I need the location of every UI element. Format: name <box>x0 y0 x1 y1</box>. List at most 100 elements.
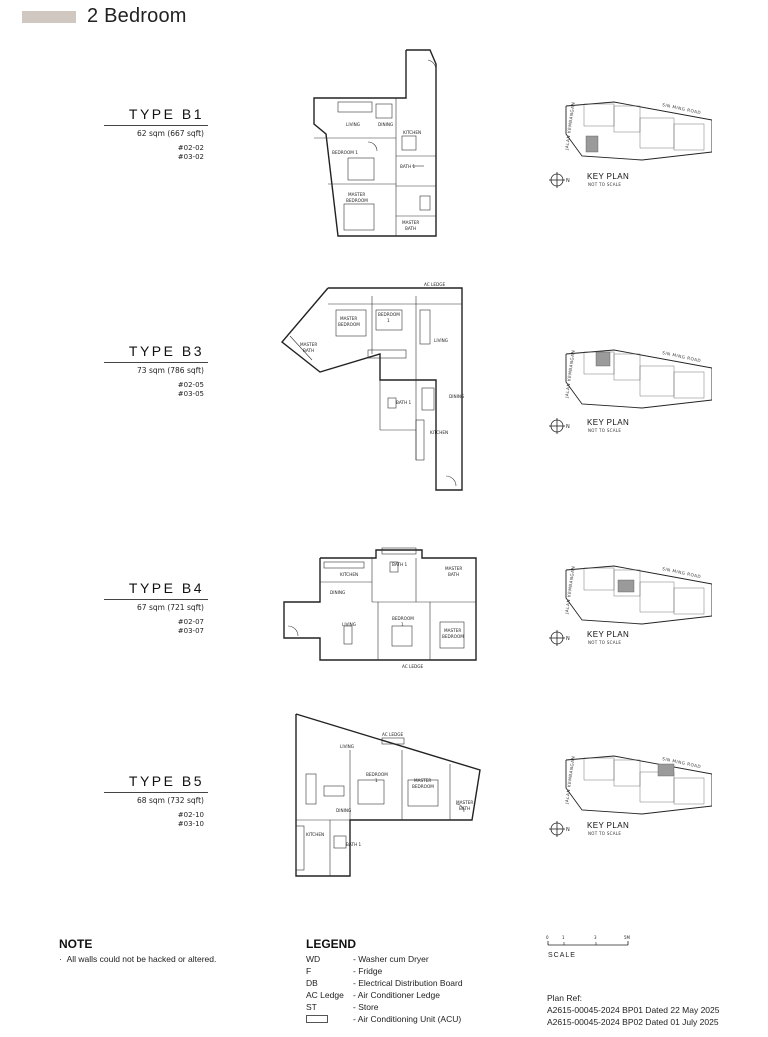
key-plan-title: KEY PLAN <box>587 821 630 830</box>
room-label: MASTER <box>444 628 461 633</box>
key-plan-subtitle: NOT TO SCALE <box>588 640 622 645</box>
room-label: BEDROOM <box>338 322 360 327</box>
key-plan-title: KEY PLAN <box>587 418 630 427</box>
plan-ref-title: Plan Ref: <box>547 993 582 1003</box>
unit-area: 68 sqm (732 sqft) <box>137 796 204 805</box>
unit-number: #03-02 <box>177 153 204 161</box>
unit-number: #02-07 <box>177 618 204 626</box>
unit-numbers: #02-05 #03-05 <box>104 381 208 399</box>
acu-symbol-icon <box>306 1015 328 1023</box>
svg-text:N: N <box>566 178 570 184</box>
note-text: All walls could not be hacked or altered… <box>66 954 217 964</box>
room-label: BEDROOM <box>366 772 388 777</box>
key-plan-b1: SIN MING ROAD JALAN KEMBANGAN <box>562 98 713 169</box>
road-label: JALAN KEMBANGAN <box>564 566 576 616</box>
legend-abbr: F <box>306 966 312 976</box>
room-label: BEDROOM <box>346 198 368 203</box>
header-accent-bar <box>22 11 76 23</box>
room-label: KITCHEN <box>306 832 324 837</box>
room-label: AC LEDGE <box>424 282 445 287</box>
unit-type-b3: TYPE B3 73 sqm (786 sqft) #02-05 #03-05 <box>104 343 208 399</box>
page-title: 2 Bedroom <box>87 5 187 27</box>
scale-tick: 1 <box>562 935 565 940</box>
room-label: BATH 1 <box>392 562 407 567</box>
legend-abbr: ST <box>306 1002 317 1012</box>
scale-bar: 0 1 3 5M <box>546 933 636 956</box>
note-item: · All walls could not be hacked or alter… <box>59 954 217 964</box>
road-label: SIN MING ROAD <box>662 102 702 115</box>
room-label: BEDROOM <box>378 312 400 317</box>
scale-tick: 5M <box>624 935 631 940</box>
room-label: BATH <box>448 572 459 577</box>
floor-plan-b5: LIVING DINING KITCHEN BEDROOM 1 MASTER B… <box>290 710 488 880</box>
room-label: MASTER <box>402 220 419 225</box>
room-label: LIVING <box>434 338 448 343</box>
legend-desc: - Fridge <box>353 966 383 976</box>
svg-text:N: N <box>566 424 570 430</box>
key-plan-b3: SIN MING ROAD JALAN KEMBANGAN <box>562 346 713 417</box>
unit-type-name: TYPE B4 <box>128 580 204 596</box>
room-label: KITCHEN <box>430 430 448 435</box>
road-label: JALAN KEMBANGAN <box>564 102 576 152</box>
road-label: SIN MING ROAD <box>662 350 702 363</box>
room-label: BATH 1 <box>400 164 415 169</box>
room-label: BATH <box>303 348 314 353</box>
unit-type-b5: TYPE B5 68 sqm (732 sqft) #02-10 #03-10 <box>104 773 208 829</box>
floor-plan-b3: AC LEDGE MASTER BEDROOM BEDROOM 1 LIVING… <box>276 280 472 496</box>
unit-number: #03-07 <box>177 627 204 635</box>
note-title: NOTE <box>59 937 93 951</box>
scale-label: SCALE <box>548 952 576 959</box>
unit-area: 67 sqm (721 sqft) <box>137 603 204 612</box>
legend-desc: - Washer cum Dryer <box>353 954 429 964</box>
room-label: DINING <box>378 122 393 127</box>
room-label: MASTER <box>300 342 317 347</box>
unit-area: 62 sqm (667 sqft) <box>137 129 204 138</box>
scale-tick: 0 <box>546 935 549 940</box>
road-label: JALAN KEMBANGAN <box>564 756 576 806</box>
key-plan-subtitle: NOT TO SCALE <box>588 182 622 187</box>
room-label: BEDROOM <box>442 634 464 639</box>
room-label: MASTER <box>456 800 473 805</box>
floor-plan-b4: KITCHEN DINING LIVING BATH 1 BEDROOM 1 M… <box>280 542 480 670</box>
room-label: DINING <box>449 394 464 399</box>
unit-numbers: #02-02 #03-02 <box>104 144 208 162</box>
legend-desc: - Air Conditioning Unit (ACU) <box>353 1014 462 1024</box>
room-label: KITCHEN <box>403 130 421 135</box>
key-plan-b5: SIN MING ROAD JALAN KEMBANGAN <box>562 752 713 823</box>
plan-ref-line: A2615-00045-2024 BP02 Dated 01 July 2025 <box>547 1017 719 1027</box>
key-plan-b4: SIN MING ROAD JALAN KEMBANGAN <box>562 562 713 633</box>
unit-numbers: #02-07 #03-07 <box>104 618 208 636</box>
road-label: SIN MING ROAD <box>662 566 702 579</box>
legend-abbr: AC Ledge <box>306 990 344 1000</box>
legend-desc: - Store <box>353 1002 379 1012</box>
room-label: MASTER <box>414 778 431 783</box>
unit-number: #03-05 <box>177 390 204 398</box>
room-label: AC LEDGE <box>382 732 403 737</box>
unit-type-name: TYPE B1 <box>128 106 204 122</box>
room-label: LIVING <box>346 122 360 127</box>
room-label: 1 <box>387 318 390 323</box>
divider <box>104 125 208 126</box>
compass-icon: N <box>549 418 573 439</box>
divider <box>104 362 208 363</box>
legend-abbr: DB <box>306 978 318 988</box>
room-label: 1 <box>375 778 378 783</box>
legend-title: LEGEND <box>306 937 357 951</box>
floor-plan-b1: LIVING DINING KITCHEN BEDROOM 1 BATH 1 M… <box>308 46 458 242</box>
plan-ref-line: A2615-00045-2024 BP01 Dated 22 May 2025 <box>547 1005 720 1015</box>
room-label: LIVING <box>342 622 356 627</box>
room-label: MASTER <box>348 192 365 197</box>
room-label: LIVING <box>340 744 354 749</box>
key-plan-title: KEY PLAN <box>587 172 630 181</box>
room-label: BATH <box>459 806 470 811</box>
unit-number: #03-10 <box>177 820 204 828</box>
legend-abbr: WD <box>306 954 321 964</box>
compass-icon: N <box>549 172 573 193</box>
room-label: MASTER <box>445 566 462 571</box>
room-label: DINING <box>330 590 345 595</box>
unit-type-name: TYPE B5 <box>128 773 204 789</box>
room-label: BATH <box>405 226 416 231</box>
legend-desc: - Electrical Distribution Board <box>353 978 463 988</box>
plan-reference: Plan Ref: A2615-00045-2024 BP01 Dated 22… <box>547 992 720 1028</box>
unit-numbers: #02-10 #03-10 <box>104 811 208 829</box>
